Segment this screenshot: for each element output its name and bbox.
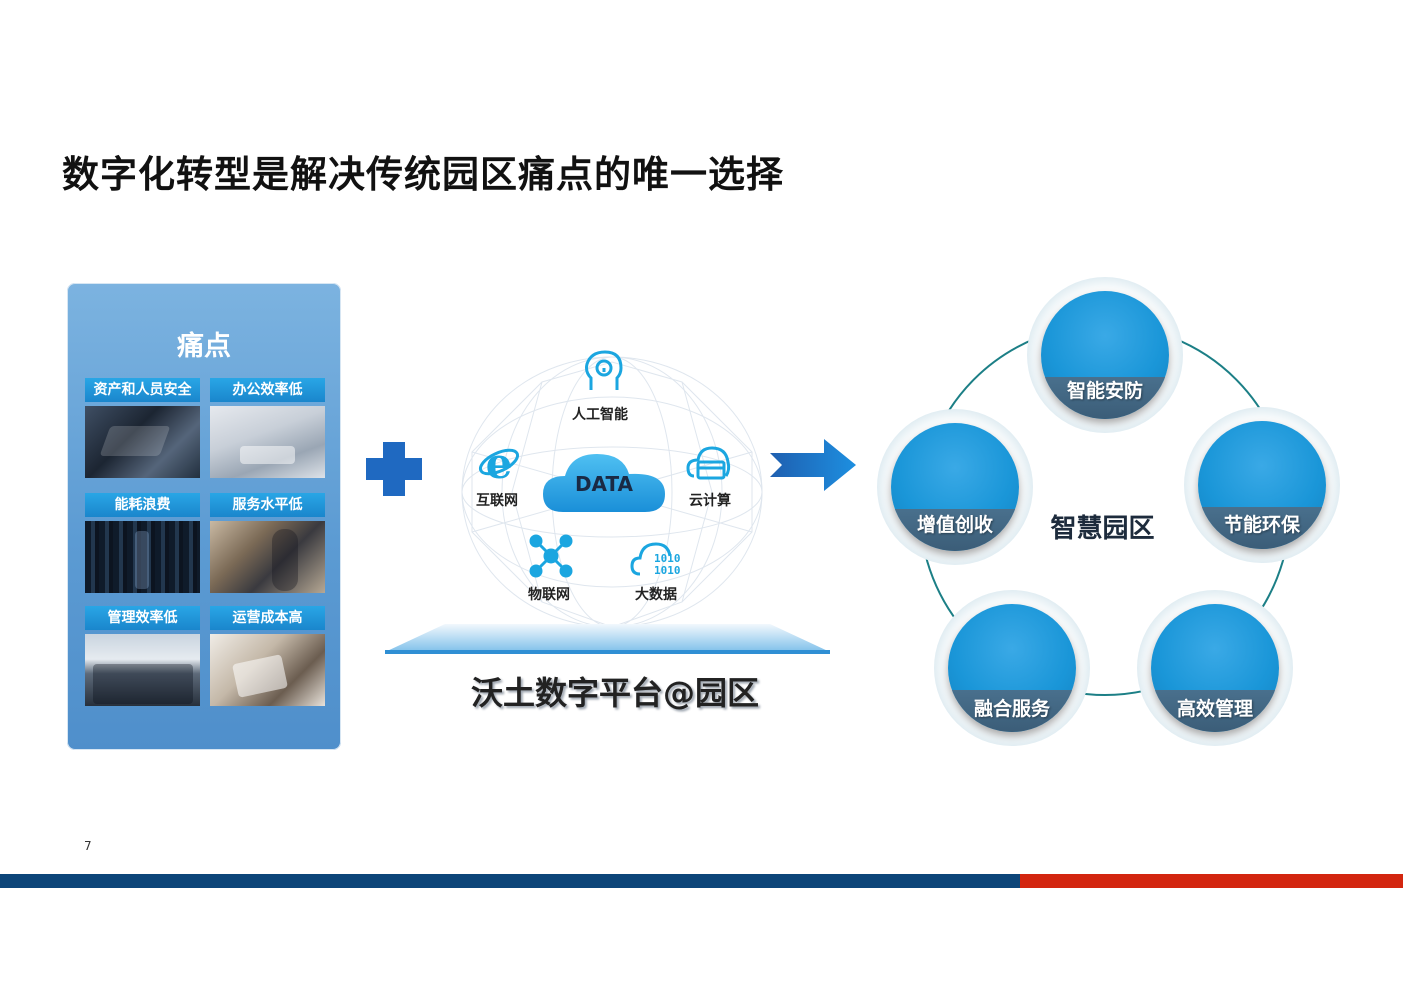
slide-title: 数字化转型是解决传统园区痛点的唯一选择	[62, 153, 784, 196]
efficient-management-node: 高效管理	[1137, 590, 1293, 746]
server-room-photo	[85, 521, 200, 593]
business-people-photo	[85, 634, 200, 706]
data-label: DATA	[574, 472, 634, 496]
cloud-computing-icon	[686, 446, 731, 480]
node-label: 节能环保	[1223, 514, 1300, 536]
pain-point-label: 能耗浪费	[85, 493, 200, 517]
node-label: 融合服务	[973, 698, 1050, 720]
footer-bar-red	[1020, 874, 1403, 888]
pain-point-label: 办公效率低	[210, 378, 325, 402]
smart-park-center: 智慧园区	[1050, 514, 1155, 544]
office-photo	[210, 406, 325, 478]
svg-text:e: e	[486, 440, 513, 484]
value-creation-node: 增值创收	[877, 409, 1033, 565]
pain-point-tile: 办公效率低	[210, 378, 325, 478]
platform-name: 沃土数字平台@园区	[470, 674, 759, 712]
pain-points-heading: 痛点	[177, 331, 231, 362]
service-meeting-photo	[210, 521, 325, 593]
page-number: 7	[84, 839, 92, 853]
tech-label-internet: 互联网	[476, 493, 518, 509]
big-data-icon: 1010 1010	[630, 542, 681, 577]
energy-saving-node: 节能环保	[1184, 407, 1340, 563]
integrated-services-node: 融合服务	[934, 590, 1090, 746]
pain-point-tile: 服务水平低	[210, 493, 325, 593]
tech-label-bigdata: 大数据	[635, 587, 677, 603]
pain-point-tile: 资产和人员安全	[85, 378, 200, 478]
node-label: 智能安防	[1066, 380, 1143, 402]
pain-point-label: 运营成本高	[210, 606, 325, 630]
pain-point-tile: 管理效率低	[85, 606, 200, 706]
iot-network-icon	[529, 534, 573, 578]
pain-point-label: 服务水平低	[210, 493, 325, 517]
finance-paperwork-photo	[210, 634, 325, 706]
pain-point-label: 资产和人员安全	[85, 378, 200, 402]
pain-point-label: 管理效率低	[85, 606, 200, 630]
footer-bar-blue	[0, 874, 1020, 888]
right-arrow-icon	[770, 439, 856, 491]
data-cloud-icon	[543, 454, 665, 512]
platform-base	[385, 624, 830, 654]
pain-point-tile: 运营成本高	[210, 606, 325, 706]
svg-text:1010: 1010	[654, 552, 681, 565]
internet-e-icon: e	[478, 440, 520, 484]
tech-label-iot: 物联网	[528, 587, 570, 603]
tech-label-cloud: 云计算	[689, 493, 731, 509]
tech-label-ai: 人工智能	[572, 407, 628, 423]
node-label: 增值创收	[916, 514, 993, 536]
security-photo	[85, 406, 200, 478]
ai-head-icon	[585, 350, 623, 390]
pain-point-tile: 能耗浪费	[85, 493, 200, 593]
svg-text:1010: 1010	[654, 564, 681, 577]
plus-icon-bar	[366, 458, 422, 480]
smart-security-node: 智能安防	[1027, 277, 1183, 433]
network-globe	[461, 356, 763, 628]
node-label: 高效管理	[1176, 698, 1253, 720]
